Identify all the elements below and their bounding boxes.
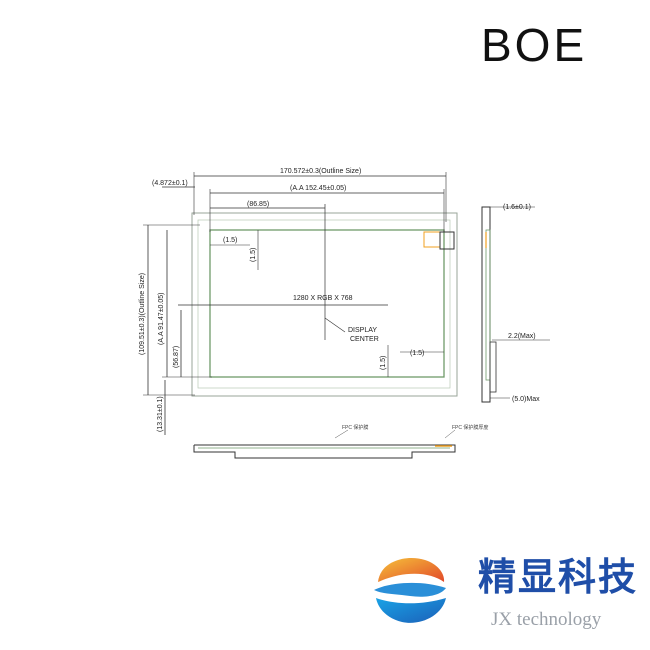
dim-gap-top-h: (1.5) (223, 237, 237, 244)
dim-side-bottom: (5.0)Max (512, 396, 540, 403)
center-leader (324, 317, 346, 333)
panel-outline (191, 212, 458, 397)
fpc-tab (423, 231, 441, 248)
note-leader (334, 429, 349, 439)
active-area (209, 229, 445, 378)
dim-active-width: (A.A 152.45±0.05) (290, 185, 346, 192)
resolution-label: 1280 X RGB X 768 (293, 295, 353, 302)
company-name-cn: 精显科技 (478, 555, 639, 599)
jx-logo-icon (374, 558, 446, 623)
display-center-label-1: DISPLAY (348, 327, 377, 334)
note-fpc-film: FPC 保护膜 (342, 424, 368, 431)
side-view-connector (489, 341, 497, 393)
note-leader (444, 429, 456, 439)
dim-gap-right-h: (1.5) (410, 350, 424, 357)
dim-gap-right-v: (1.5) (380, 356, 387, 370)
side-view-active (485, 229, 491, 381)
company-name-en: JX technology (491, 609, 602, 630)
note-fpc-film-thickness: FPC 保护膜厚度 (452, 424, 488, 431)
dim-offset-y: (56.87) (173, 346, 180, 368)
dim-offset-x: (86.85) (247, 201, 269, 208)
dim-side-top: (1.6±0.1) (503, 204, 531, 211)
cover-line (197, 219, 451, 389)
bottom-view (193, 444, 456, 459)
dim-side-thickness: 2.2(Max) (508, 333, 536, 340)
dim-left-margin: (4.872±0.1) (152, 180, 188, 187)
dim-outline-width: 170.572±0.3(Outline Size) (280, 168, 361, 175)
fpc-box (439, 231, 455, 250)
dim-bottom-margin: (13.31±0.1) (157, 396, 164, 432)
dim-outline-height: (109.51±0.3)(Outline Size) (139, 273, 146, 355)
dim-gap-top-v: (1.5) (250, 248, 257, 262)
dim-active-height: (A.A 91.47±0.05) (158, 293, 165, 346)
display-center-label-2: CENTER (350, 336, 379, 343)
brand-logo: BOE (481, 19, 588, 71)
